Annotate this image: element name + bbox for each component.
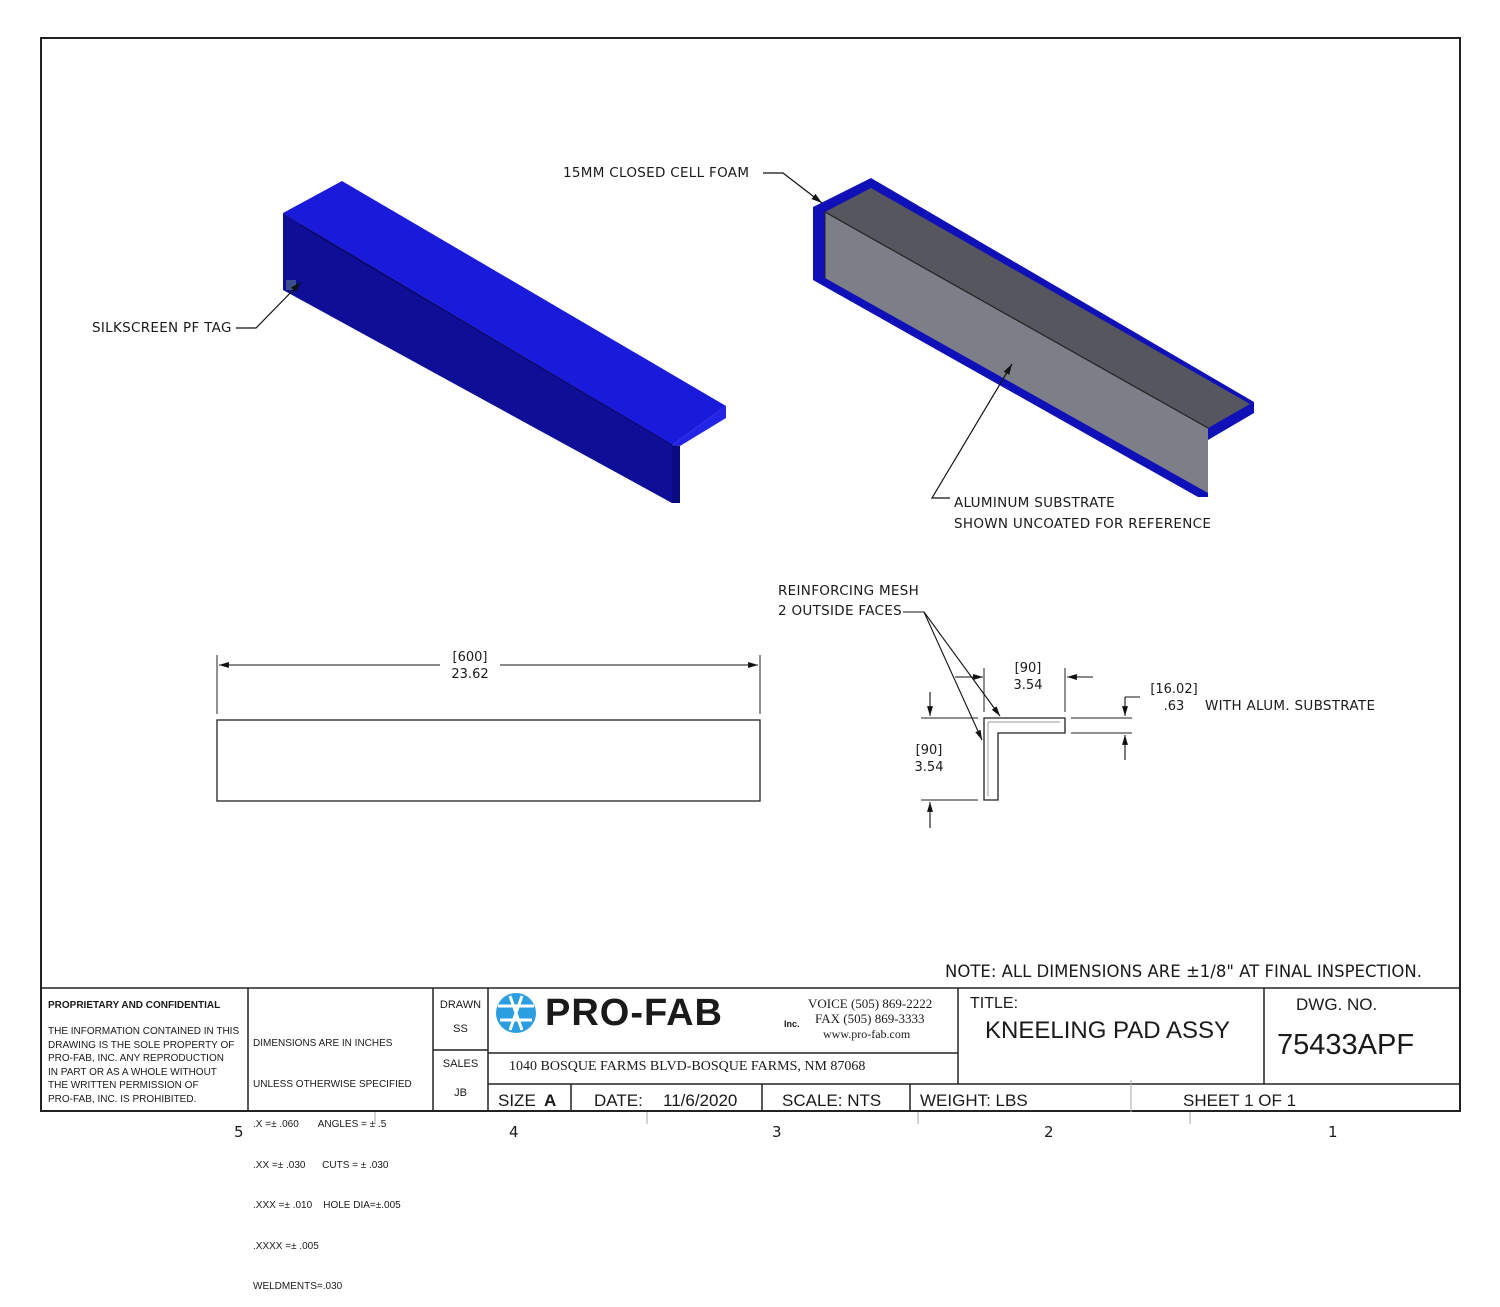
logo-suffix: Inc. xyxy=(784,1019,800,1029)
proprietary-line: DRAWING IS THE SOLE PROPERTY OF xyxy=(48,1039,235,1051)
substrate-front-face xyxy=(825,212,1208,493)
tolerance-line: .XXXX =± .005 xyxy=(253,1240,319,1252)
fax-number: FAX (505) 869-3333 xyxy=(815,1011,925,1026)
side-view-outline xyxy=(216,719,761,802)
iso-view-coated xyxy=(283,181,726,503)
dim-length: [600] 23.62 xyxy=(445,649,495,683)
leader-foam xyxy=(763,172,823,204)
drawn-value: SS xyxy=(453,1023,468,1035)
iso-view-substrate xyxy=(813,178,1254,497)
tolerance-line: .XX =± .030 CUTS = ± .030 xyxy=(253,1159,389,1171)
foam-top-face xyxy=(283,181,726,445)
dim-horizontal-leg-mm: [90] xyxy=(1014,661,1042,676)
size-value: A xyxy=(544,1091,557,1110)
dim-vertical-leg: [90] 3.54 xyxy=(908,742,950,776)
dim-vertical-leg-mm: [90] xyxy=(915,743,943,758)
proprietary-line: PRO-FAB, INC. IS PROHIBITED. xyxy=(48,1093,197,1105)
inspection-note: NOTE: ALL DIMENSIONS ARE ±1/8" AT FINAL … xyxy=(945,962,1423,981)
proprietary-heading: PROPRIETARY AND CONFIDENTIAL xyxy=(48,1000,221,1011)
dwg-no-value: 75433APF xyxy=(1277,1029,1415,1061)
proprietary-line: IN PART OR AS A WHOLE WITHOUT xyxy=(48,1066,217,1078)
logo-text: PRO-FAB xyxy=(545,992,723,1034)
leader-silkscreen xyxy=(236,281,302,329)
dim-thickness: [16.02] .63 xyxy=(1146,681,1202,715)
dim-length-mm: [600] xyxy=(452,650,488,665)
dim-thickness-mm: [16.02] xyxy=(1150,682,1198,697)
section-profile xyxy=(921,668,1140,828)
zone-label: 3 xyxy=(772,1123,782,1141)
drawing-title: KNEELING PAD ASSY xyxy=(985,1017,1230,1044)
tolerance-line: WELDMENTS=.030 xyxy=(253,1281,343,1292)
foam-vertical-face xyxy=(283,213,672,503)
address: 1040 BOSQUE FARMS BLVD-BOSQUE FARMS, NM … xyxy=(509,1059,866,1074)
sheet-border xyxy=(40,37,1461,1112)
proprietary-text: THE INFORMATION CONTAINED IN THIS DRAWIN… xyxy=(48,1025,239,1106)
callout-mesh-line2: 2 OUTSIDE FACES xyxy=(778,603,902,619)
dim-thickness-note: WITH ALUM. SUBSTRATE xyxy=(1205,698,1376,714)
drawing-canvas xyxy=(40,172,1461,1124)
dim-vertical-leg-in: 3.54 xyxy=(914,760,944,775)
proprietary-line: THE WRITTEN PERMISSION OF xyxy=(48,1080,199,1091)
tolerance-line: .X =± .060 ANGLES = ± .5 xyxy=(253,1119,387,1130)
proprietary-line: PRO-FAB, INC. ANY REPRODUCTION xyxy=(48,1053,224,1064)
weight: WEIGHT: LBS xyxy=(920,1091,1028,1110)
callout-substrate-line1: ALUMINUM SUBSTRATE xyxy=(954,495,1115,511)
callout-mesh-line1: REINFORCING MESH xyxy=(778,583,920,599)
pro-fab-logo-icon xyxy=(496,993,536,1033)
zone-label: 5 xyxy=(234,1123,244,1141)
drawn-label: DRAWN xyxy=(439,999,482,1011)
title-block-lines xyxy=(40,987,1461,1112)
callout-substrate-line2: SHOWN UNCOATED FOR REFERENCE xyxy=(954,516,1212,532)
dim-horizontal-leg: [90] 3.54 xyxy=(1008,660,1048,694)
tolerance-line: UNLESS OTHERWISE SPECIFIED xyxy=(253,1078,412,1090)
proprietary-line: THE INFORMATION CONTAINED IN THIS xyxy=(48,1026,240,1037)
substrate-top-face xyxy=(825,188,1250,428)
date-label: DATE: xyxy=(594,1091,643,1110)
foam-flange-front xyxy=(672,445,680,503)
title-label: TITLE: xyxy=(970,995,1019,1012)
dwg-no-label: DWG. NO. xyxy=(1296,995,1378,1014)
zone-label: 1 xyxy=(1328,1123,1338,1141)
callout-silkscreen: SILKSCREEN PF TAG xyxy=(92,320,232,336)
dim-thickness-in: .63 xyxy=(1163,699,1185,714)
zone-label: 4 xyxy=(509,1123,519,1141)
tolerance-line: DIMENSIONS ARE IN INCHES xyxy=(253,1038,393,1049)
sales-label: SALES xyxy=(442,1058,479,1070)
dim-length-in: 23.62 xyxy=(451,667,489,682)
callout-foam: 15MM CLOSED CELL FOAM xyxy=(563,165,750,181)
sales-value: JB xyxy=(454,1087,467,1099)
size-label: SIZE xyxy=(498,1091,536,1110)
voice-number: VOICE (505) 869-2222 xyxy=(808,996,933,1011)
dim-horizontal-leg-in: 3.54 xyxy=(1013,678,1043,693)
leader-substrate xyxy=(930,363,1013,499)
website: www.pro-fab.com xyxy=(823,1027,911,1041)
date-value: 11/6/2020 xyxy=(663,1091,738,1110)
scale: SCALE: NTS xyxy=(782,1091,882,1110)
foam-flange-top xyxy=(672,406,726,446)
tolerance-line: .XXX =± .010 HOLE DIA=±.005 xyxy=(253,1200,401,1211)
zone-label: 2 xyxy=(1044,1123,1054,1141)
sheet-number: SHEET 1 OF 1 xyxy=(1183,1091,1297,1110)
silkscreen-tag-mark xyxy=(286,280,296,290)
